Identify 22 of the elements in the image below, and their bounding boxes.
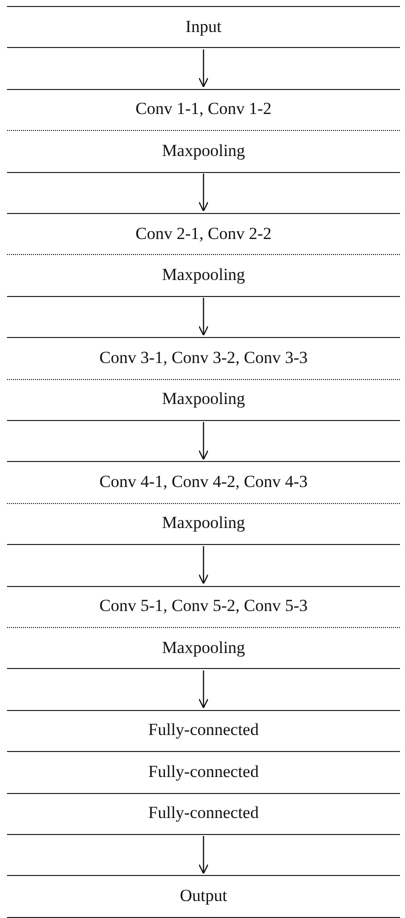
layer-label: Fully-connected bbox=[7, 751, 400, 793]
layer-label: Fully-connected bbox=[7, 710, 400, 752]
layer-label: Input bbox=[7, 6, 400, 48]
arrow bbox=[198, 174, 209, 212]
layer-label: Conv 2-1, Conv 2-2 bbox=[7, 213, 400, 254]
layer-label: Conv 1-1, Conv 1-2 bbox=[7, 88, 400, 130]
layer-label: Maxpooling bbox=[7, 130, 400, 172]
arrow bbox=[198, 422, 209, 460]
layer-label: Conv 5-1, Conv 5-2, Conv 5-3 bbox=[7, 586, 400, 627]
layer-label: Conv 3-1, Conv 3-2, Conv 3-3 bbox=[7, 337, 400, 379]
arrow bbox=[198, 298, 209, 336]
layer-label: Maxpooling bbox=[7, 254, 400, 296]
layer-label: Maxpooling bbox=[7, 378, 400, 420]
layer-label: Maxpooling bbox=[7, 627, 400, 668]
layer-label: Conv 4-1, Conv 4-2, Conv 4-3 bbox=[7, 461, 400, 503]
arrow bbox=[198, 836, 209, 874]
arrow bbox=[198, 49, 209, 88]
arrow bbox=[198, 670, 209, 708]
arrow bbox=[198, 546, 209, 584]
layer-label: Fully-connected bbox=[7, 792, 400, 834]
layer-label: Output bbox=[7, 875, 400, 917]
layer-label: Maxpooling bbox=[7, 502, 400, 544]
